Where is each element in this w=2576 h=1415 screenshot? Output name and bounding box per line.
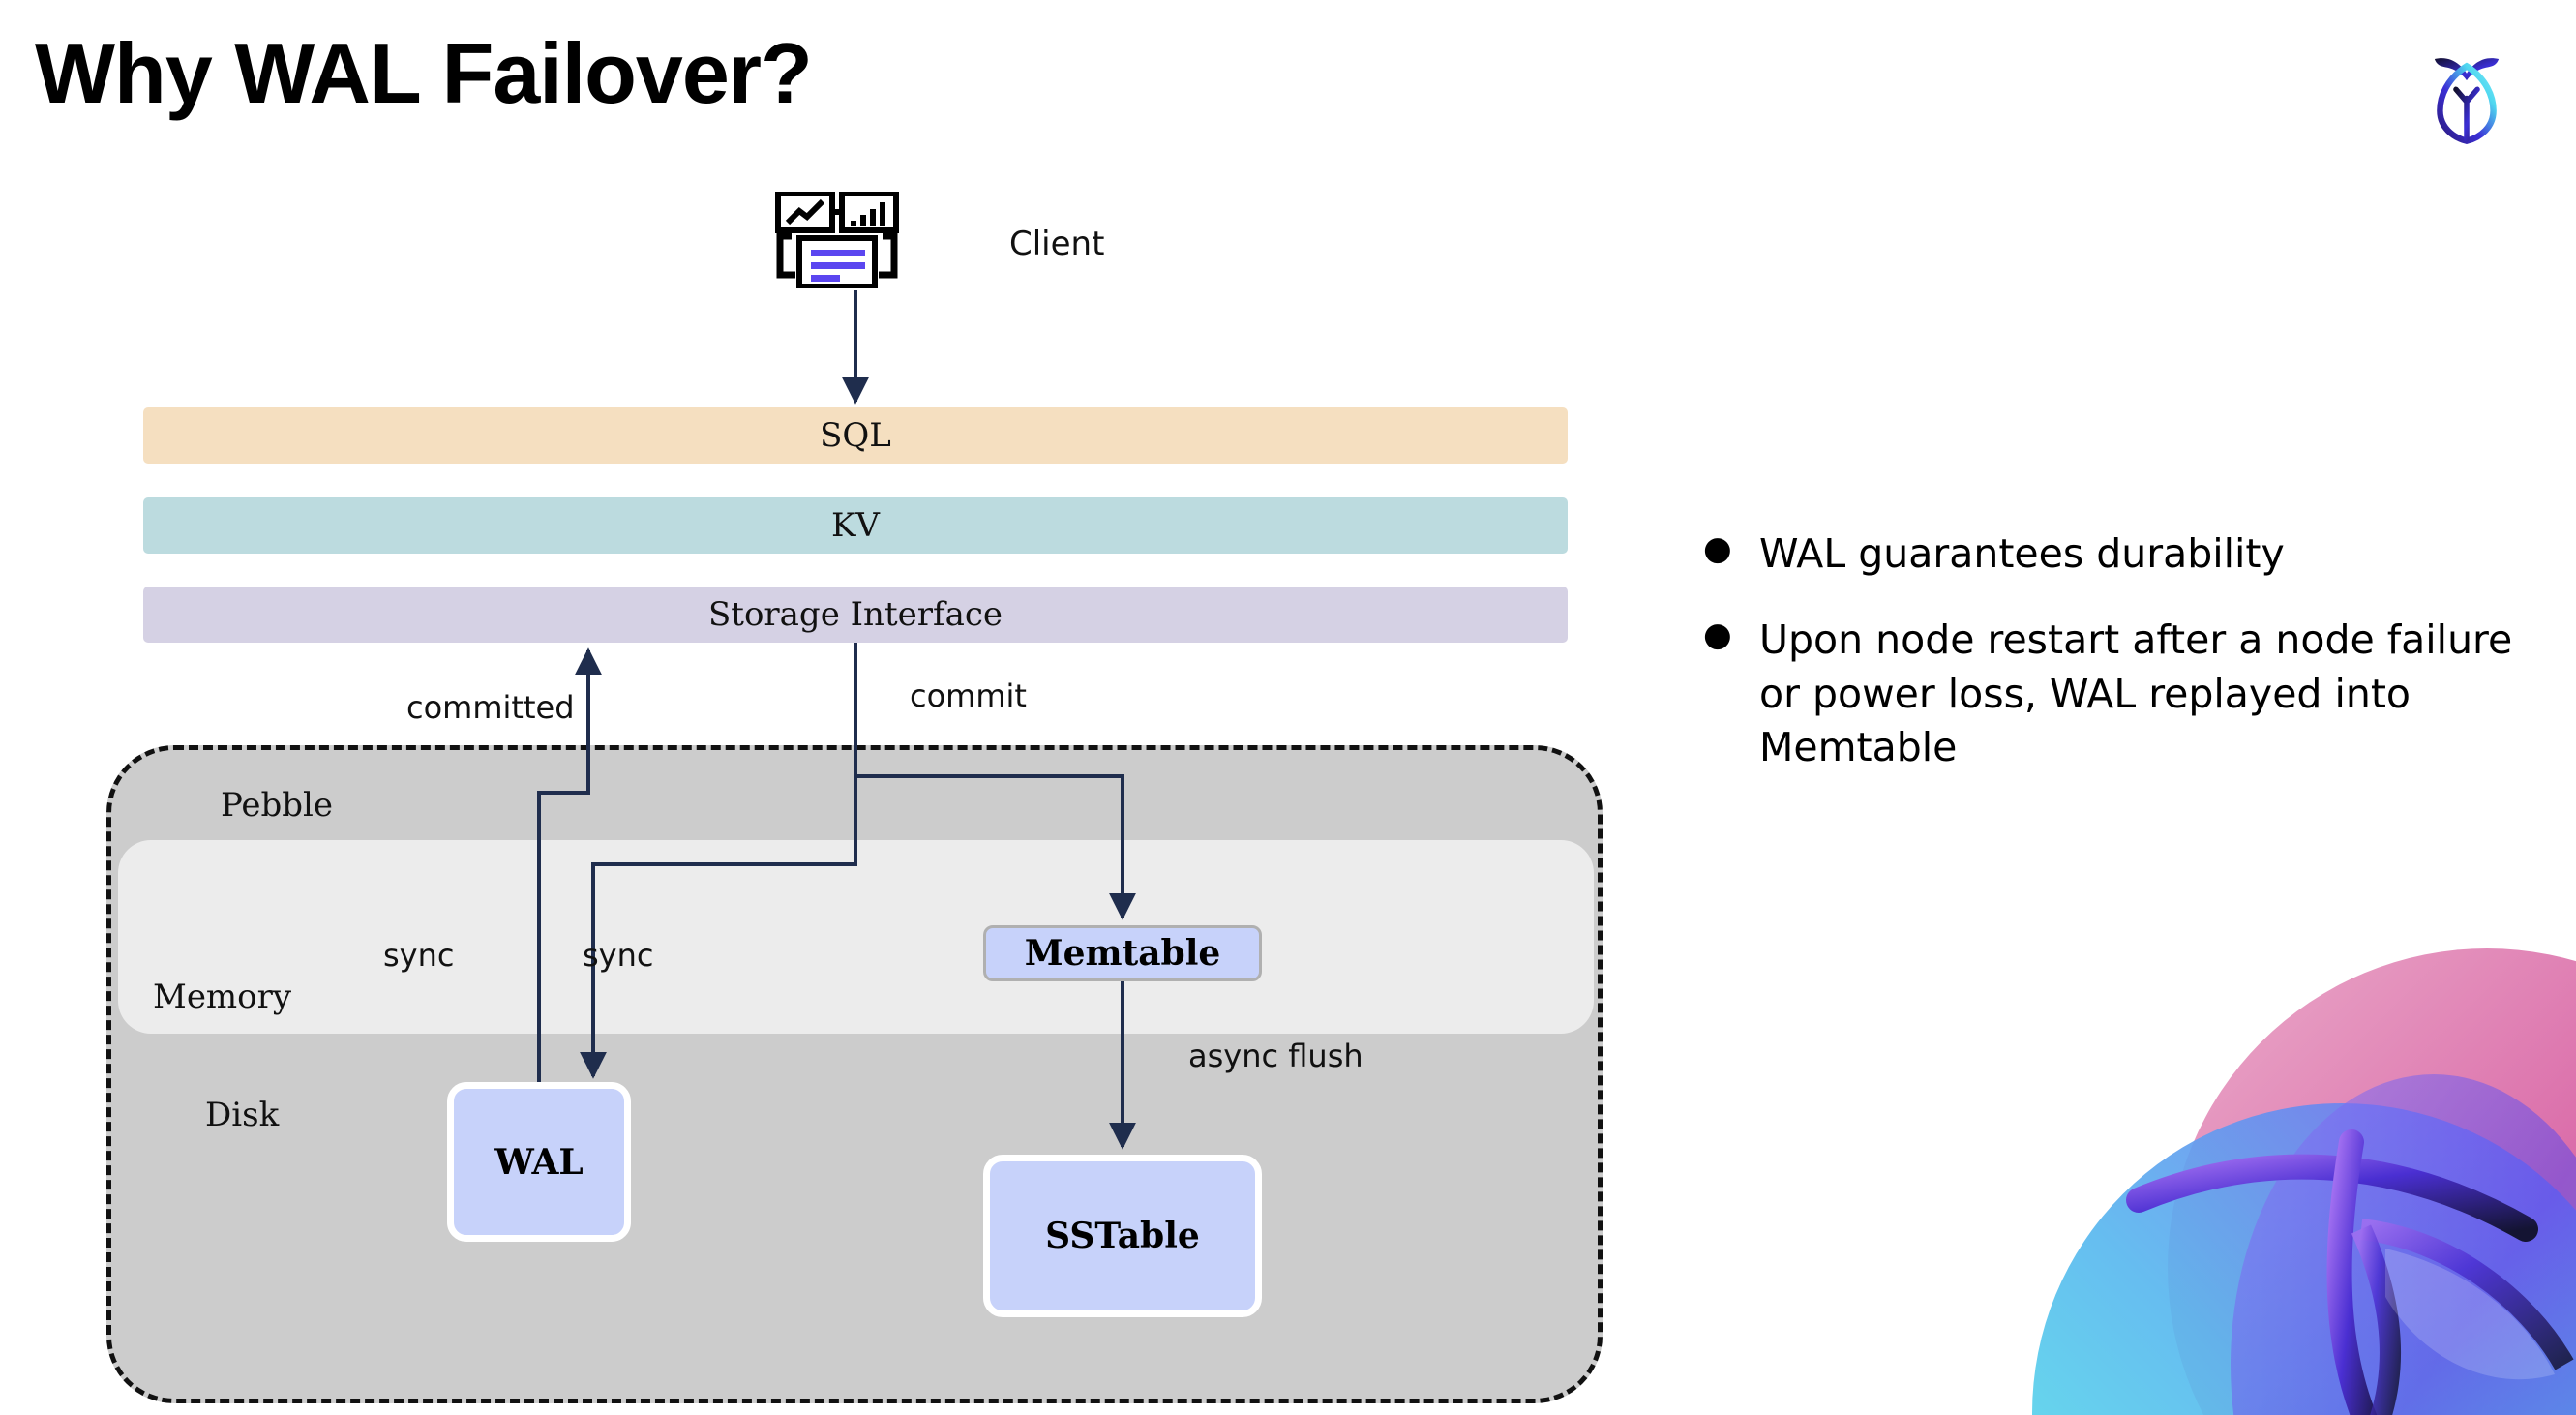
node-memtable-label: Memtable <box>1024 933 1221 974</box>
client-terminal-charts-icon <box>774 191 929 289</box>
layer-bar-kv-label: KV <box>831 506 880 545</box>
bullet-list: ● WAL guarantees durability ● Upon node … <box>1703 527 2516 807</box>
memory-panel <box>118 840 1594 1034</box>
node-memtable: Memtable <box>983 925 1262 981</box>
edge-label-async-flush: async flush <box>1188 1038 1363 1074</box>
bullet-marker-icon: ● <box>1703 529 1732 568</box>
node-wal: WAL <box>447 1082 631 1242</box>
page-title: Why WAL Failover? <box>35 25 813 121</box>
cockroachdb-circles-decoration-icon <box>1945 910 2576 1415</box>
edge-label-sync-left: sync <box>383 937 455 974</box>
pebble-label: Pebble <box>221 786 333 825</box>
bullet-text: WAL guarantees durability <box>1759 530 2285 577</box>
edge-label-sync-right: sync <box>583 937 654 974</box>
layer-bar-storage-interface: Storage Interface <box>143 587 1568 643</box>
edge-label-committed: committed <box>406 689 575 726</box>
list-item: ● Upon node restart after a node failure… <box>1703 614 2516 774</box>
node-wal-label: WAL <box>494 1141 584 1183</box>
node-sstable: SSTable <box>983 1155 1262 1317</box>
client-label: Client <box>1009 225 1105 263</box>
list-item: ● WAL guarantees durability <box>1703 527 2516 581</box>
bullet-marker-icon: ● <box>1703 616 1732 655</box>
layer-bar-kv: KV <box>143 497 1568 554</box>
memory-label: Memory <box>153 978 292 1016</box>
disk-label: Disk <box>205 1096 280 1134</box>
layer-bar-storage-interface-label: Storage Interface <box>707 595 1003 634</box>
cockroachdb-logo-icon <box>2422 39 2511 147</box>
edge-label-commit: commit <box>910 677 1027 714</box>
bullet-text: Upon node restart after a node failure o… <box>1759 617 2513 771</box>
layer-bar-sql-label: SQL <box>820 416 891 455</box>
layer-bar-sql: SQL <box>143 407 1568 464</box>
node-sstable-label: SSTable <box>1045 1216 1200 1256</box>
